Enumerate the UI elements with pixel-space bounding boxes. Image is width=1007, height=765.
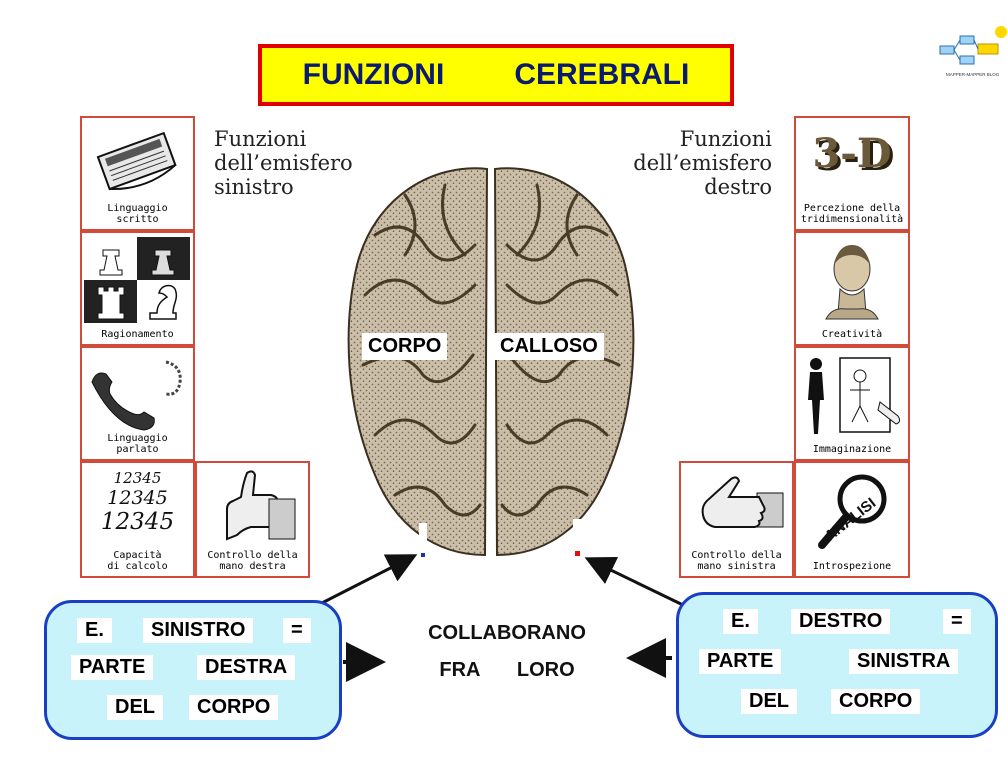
function-tile-imagination: Immaginazione: [794, 346, 910, 461]
tile-label: Creatività: [821, 329, 883, 340]
arrow-right-to-brain: [584, 556, 684, 607]
function-tile-creativity: Creatività: [794, 231, 910, 346]
magnifier-icon: ANALISI: [818, 474, 887, 549]
tile-label: Linguaggio parlato: [107, 433, 168, 455]
title-banner: FUNZIONI CEREBRALI: [258, 44, 734, 106]
logo-text: MAPPER-MAPPER BLOG: [946, 72, 1000, 77]
drawing-figure-icon: [808, 357, 901, 434]
left-hemisphere-title: Funzioni dell’emisfero sinistro: [214, 127, 353, 199]
numbers-icon: 12345 12345 12345: [100, 469, 175, 535]
left-hemisphere-box: E. SINISTRO = PARTE DESTRA DEL CORPO: [44, 600, 342, 740]
function-tile-calculation: 12345 12345 12345 Capacità di calcolo: [80, 461, 195, 578]
arrow-left-to-brain: [317, 554, 418, 607]
tile-label: Percezione della tridimensionalità: [800, 203, 904, 225]
right-hand-icon: [226, 470, 296, 541]
mapper-logo-icon: MAPPER-MAPPER BLOG: [939, 26, 1007, 77]
tile-label: Ragionamento: [101, 329, 174, 340]
right-hemisphere-box: E. DESTRO = PARTE SINISTRA DEL CORPO: [676, 592, 998, 738]
function-tile-written-language: Linguaggio scritto: [80, 116, 195, 231]
tile-label: Controllo della mano destra: [207, 550, 298, 572]
tile-label: Introspezione: [812, 561, 892, 572]
left-hand-icon: [701, 476, 784, 528]
center-text: COLLABORANO FRA LORO: [388, 622, 626, 682]
tile-label: Controllo della mano sinistra: [691, 550, 782, 572]
chess-icon: [84, 237, 190, 323]
3d-text-icon: 3-D: [812, 130, 892, 177]
function-tile-introspection: ANALISI Introspezione: [794, 461, 910, 578]
corpus-label-left: CORPO: [362, 333, 448, 360]
telephone-icon: [91, 360, 182, 431]
function-tile-reasoning: Ragionamento: [80, 231, 195, 346]
left-marker: [421, 553, 425, 557]
function-tile-right-hand-control: Controllo della mano destra: [195, 461, 310, 578]
right-hemisphere-title: Funzioni dell’emisfero destro: [633, 127, 772, 199]
collaborate-text: COLLABORANO: [428, 622, 586, 644]
tile-label: Linguaggio scritto: [107, 203, 168, 225]
newspaper-icon: [96, 131, 177, 191]
function-tile-3d-perception: 3-D Percezione della tridimensionalità: [794, 116, 910, 231]
function-tile-spoken-language: Linguaggio parlato: [80, 346, 195, 461]
tile-label: Immaginazione: [812, 444, 892, 455]
brain-illustration: [347, 167, 635, 557]
tile-label: Capacità di calcolo: [107, 550, 168, 572]
title-word-1: FUNZIONI: [302, 58, 445, 91]
title-word-2: CEREBRALI: [514, 58, 690, 91]
corpus-label-right: CALLOSO: [494, 333, 604, 360]
statue-head-icon: [825, 245, 879, 320]
right-marker: [575, 551, 580, 556]
function-tile-left-hand-control: Controllo della mano sinistra: [679, 461, 794, 578]
